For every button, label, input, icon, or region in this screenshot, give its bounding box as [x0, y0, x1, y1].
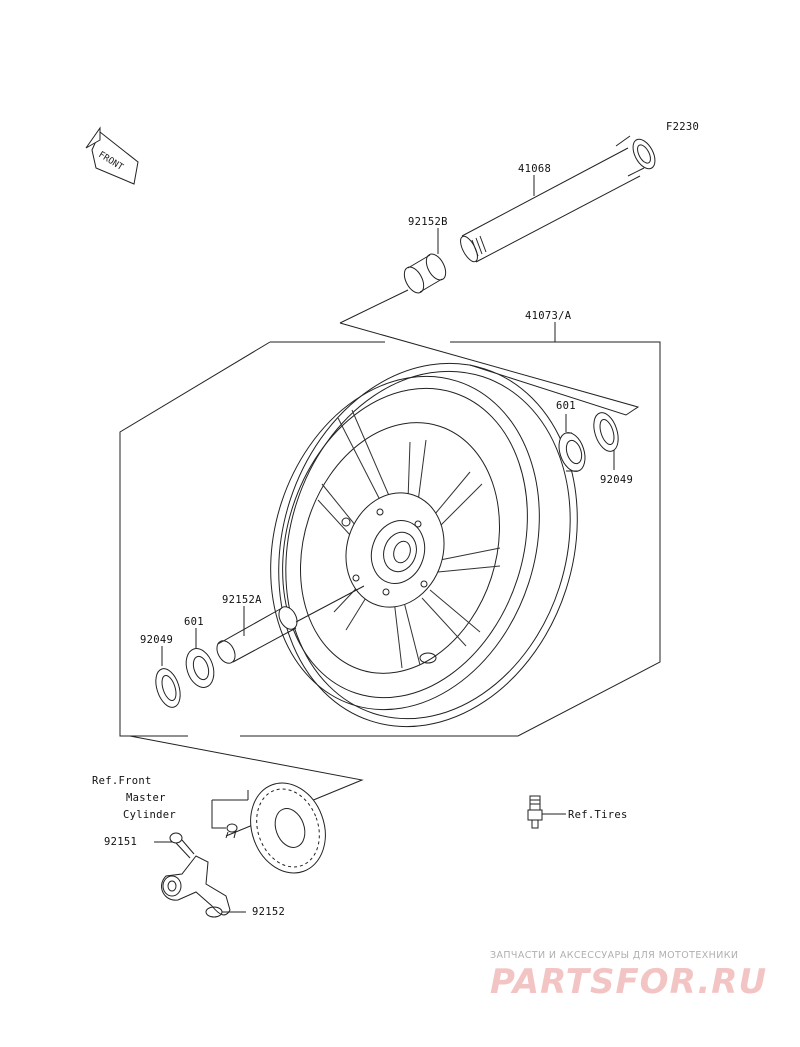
- wheel-frame: [339, 322, 640, 416]
- axle-part: [460, 135, 656, 263]
- bolt-part: [169, 832, 195, 859]
- diagram-code-label: F2230: [666, 121, 700, 133]
- watermark-tagline: ЗАПЧАСТИ И АКСЕССУАРЫ ДЛЯ МОТОТЕХНИКИ: [490, 950, 739, 961]
- axle-label: 41068: [518, 163, 552, 175]
- bearing-right-part: [558, 432, 586, 472]
- caliper-bracket-part: [161, 855, 231, 918]
- ref-tires-label: Ref.Tires: [568, 809, 628, 821]
- collar-label: 92152: [252, 906, 286, 918]
- seal-left-label: 92049: [140, 634, 174, 646]
- seal-right-label: 92049: [600, 474, 634, 486]
- watermark-logo: PARTSFOR.RU: [490, 962, 768, 1002]
- brake-disc-part: [250, 782, 326, 874]
- ref-master-cylinder-label-3: Cylinder: [123, 809, 176, 821]
- seal-left-part: [155, 668, 181, 708]
- small-bolt-part: [225, 823, 238, 839]
- collar-b-label: 92152B: [408, 216, 448, 228]
- seal-right-part: [593, 412, 619, 452]
- collar-a-label: 92152A: [222, 594, 262, 606]
- ref-master-cylinder-label-2: Master: [126, 792, 166, 804]
- bearing-left-part: [185, 648, 215, 688]
- bearing-right-label: 601: [556, 400, 576, 412]
- collar-b-part: [403, 253, 447, 294]
- ref-master-cylinder-label-1: Ref.Front: [92, 775, 152, 787]
- collar-a-part: [216, 606, 298, 664]
- wheel-label: 41073/A: [525, 310, 572, 322]
- front-arrow-icon: FRONT: [85, 126, 139, 185]
- bolt-label: 92151: [104, 836, 138, 848]
- valve-part: [527, 795, 543, 829]
- bearing-left-label: 601: [184, 616, 204, 628]
- wheel-part: [270, 362, 578, 728]
